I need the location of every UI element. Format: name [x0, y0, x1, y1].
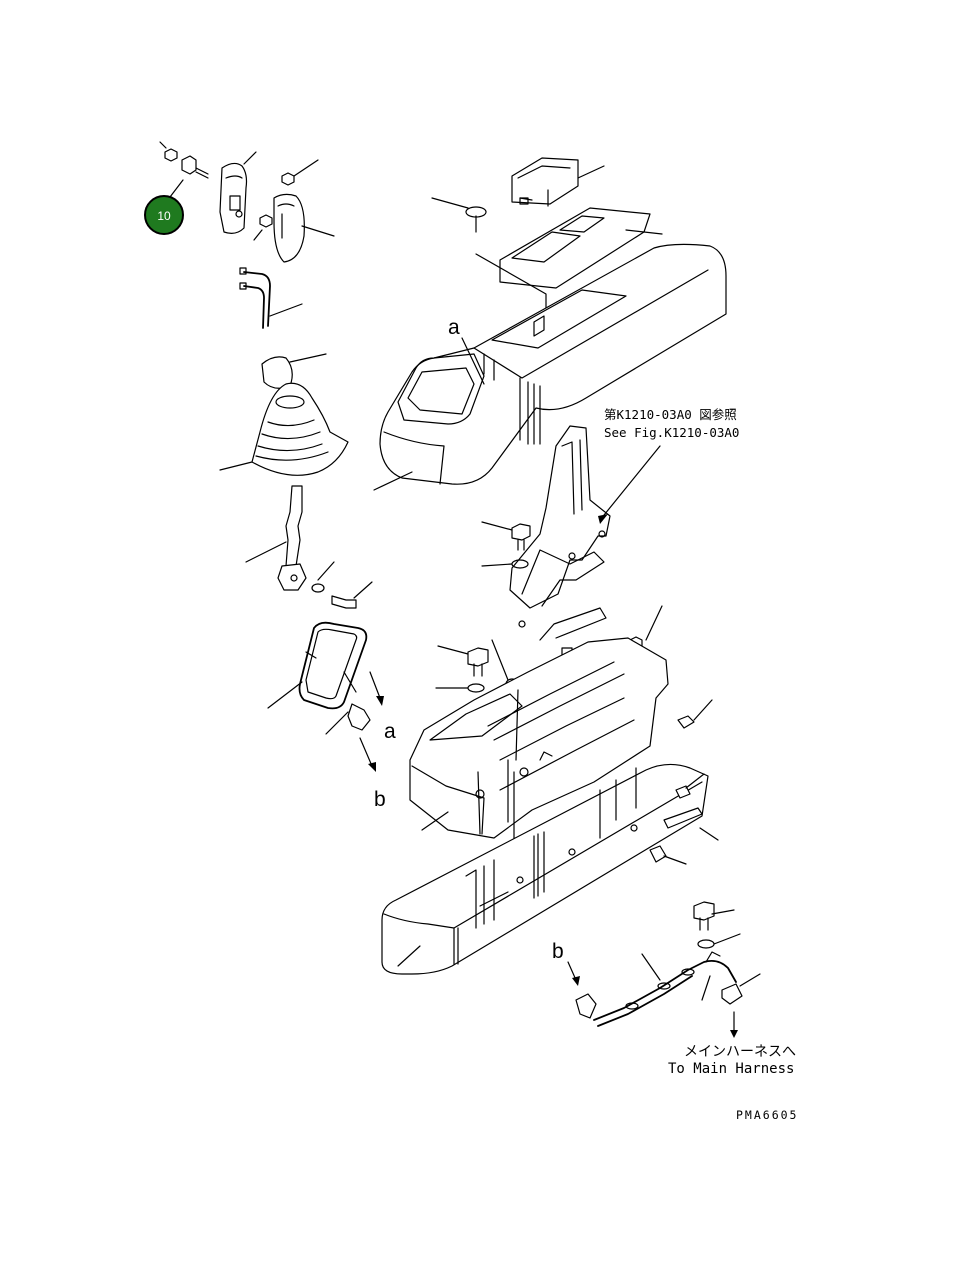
console-frame [409, 637, 669, 873]
callout-number: 10 [157, 209, 171, 223]
harness-assembly [567, 901, 761, 1038]
reference-jp: 第K1210-03A0 図参照 [604, 407, 737, 422]
switch-box [511, 157, 605, 207]
switch-housing-parts [159, 141, 335, 263]
callout-badge-10[interactable]: 10 [144, 195, 184, 235]
label-b-lever: b [374, 788, 386, 811]
panel-cover [499, 207, 663, 289]
harness-jp: メインハーネスへ [684, 1044, 796, 1060]
label-a-lever: a [384, 720, 396, 743]
mounting-bracket [509, 425, 661, 641]
harness-en: To Main Harness [668, 1061, 794, 1077]
reference-en: See Fig.K1210-03A0 [604, 425, 739, 440]
drawing-code: PMA6605 [736, 1108, 798, 1122]
console-cover [373, 243, 727, 491]
lever-boot [219, 382, 349, 476]
bottom-tray [381, 763, 719, 975]
lever-guard-frame [267, 621, 384, 772]
knob-cap [261, 353, 327, 389]
label-a-top: a [448, 316, 460, 339]
lever-wire [239, 267, 303, 329]
label-b-harness: b [552, 940, 564, 963]
control-lever [245, 485, 373, 609]
